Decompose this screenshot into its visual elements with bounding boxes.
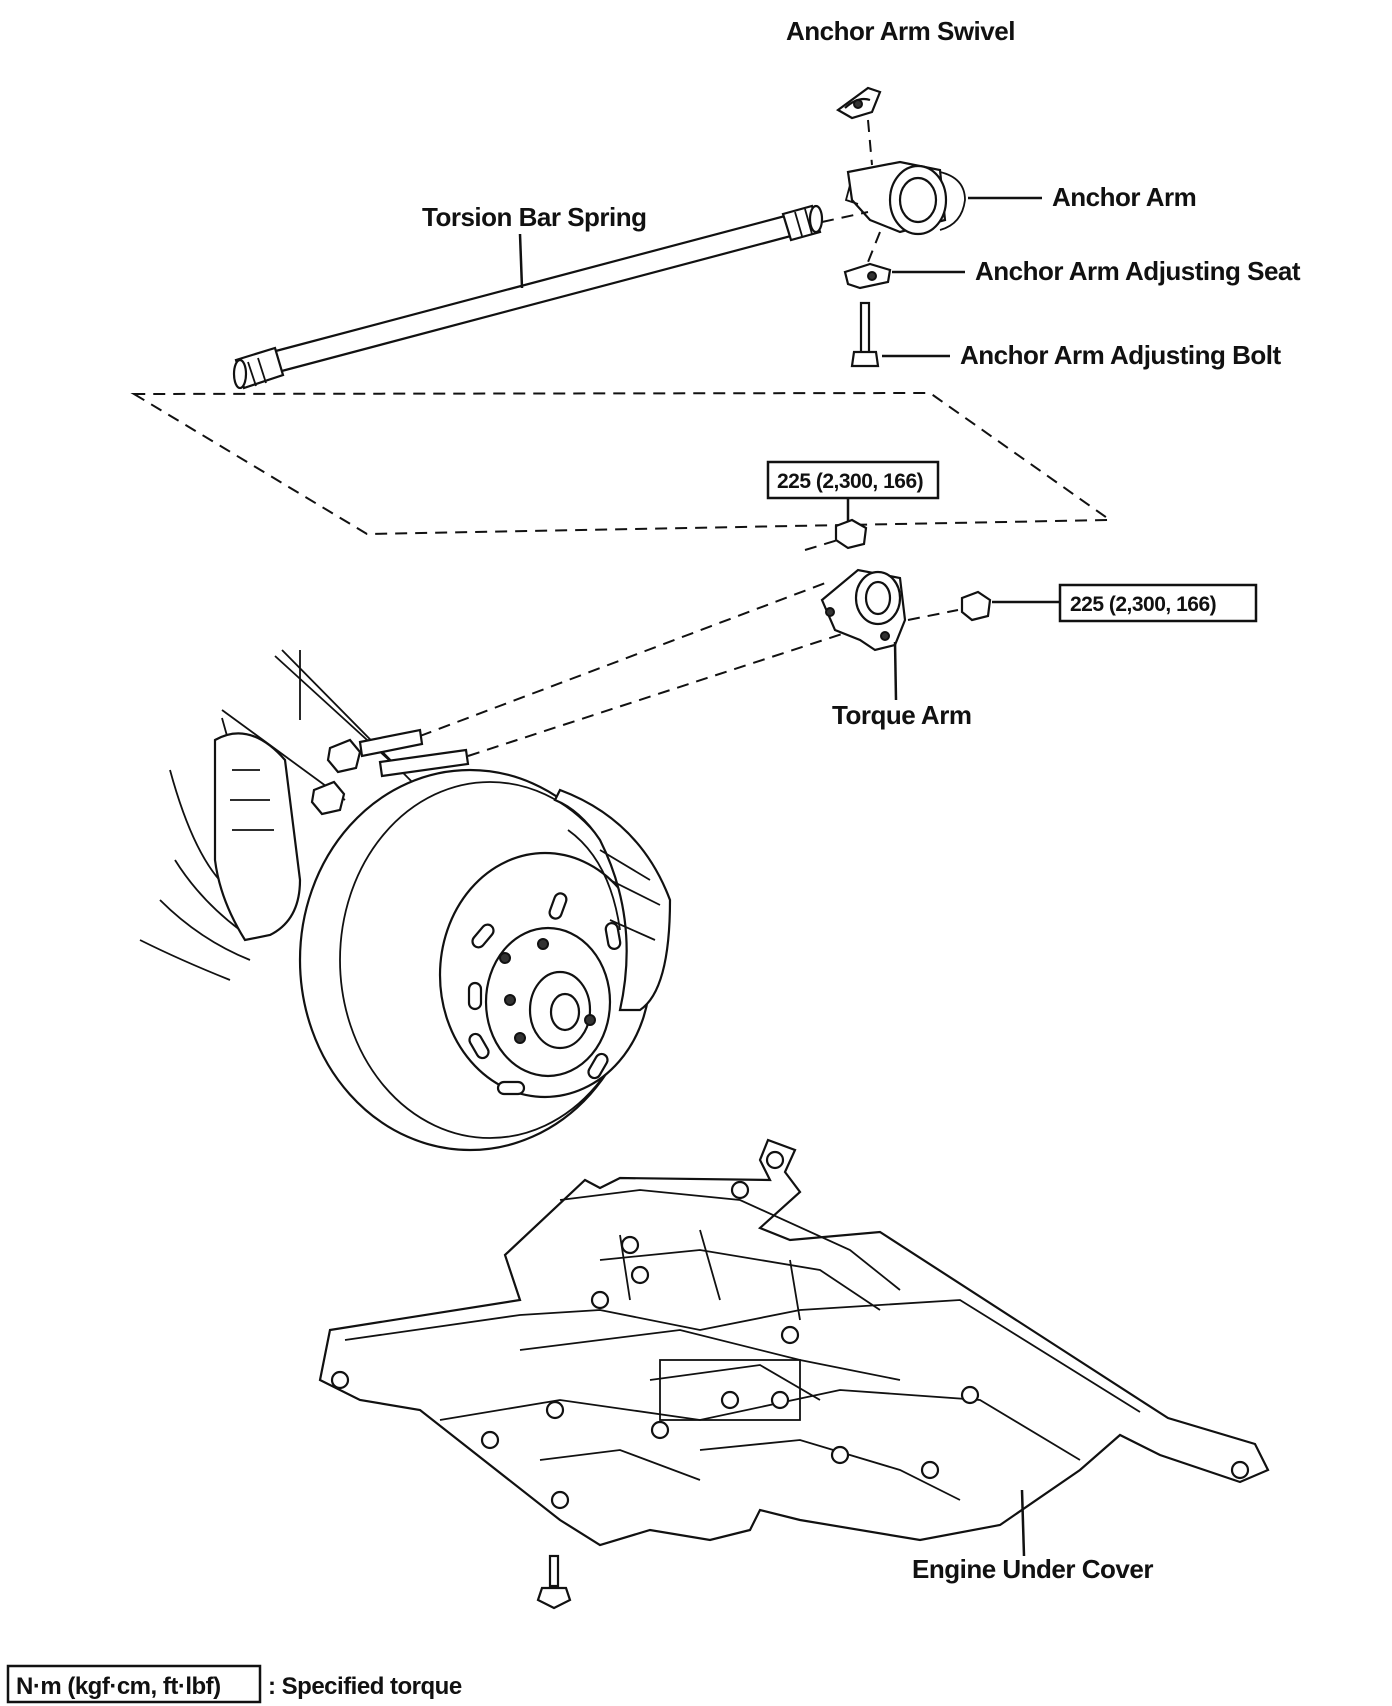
anchor-arm-part [844, 160, 966, 236]
anchor-arm-adjusting-bolt-part [850, 301, 880, 368]
legend-unit-box [6, 1664, 262, 1704]
label-torsion-bar-spring: Torsion Bar Spring [422, 202, 647, 232]
label-anchor-arm-adjusting-seat: Anchor Arm Adjusting Seat [975, 256, 1301, 286]
legend-unit-text: N·m (kgf·cm, ft·lbf) [16, 1673, 221, 1700]
torque-arm-part [820, 568, 907, 652]
torsion-bar-spring-part [232, 204, 824, 390]
legend-description: : Specified torque [268, 1673, 462, 1700]
side-nut-part [960, 590, 992, 622]
label-anchor-arm-swivel: Anchor Arm Swivel [786, 16, 1015, 46]
label-anchor-arm: Anchor Arm [1052, 182, 1196, 212]
torque-spec-box-side [1058, 583, 1258, 623]
torque-spec-upper: 225 (2,300, 166) [777, 470, 923, 493]
anchor-arm-adjusting-seat-part [843, 262, 892, 290]
upper-nut-part [834, 518, 868, 550]
under-cover-bolt-part [536, 1554, 572, 1610]
wheel-hub-assembly [139, 649, 672, 1152]
torque-spec-box-upper [766, 460, 940, 500]
torque-spec-side: 225 (2,300, 166) [1070, 593, 1216, 616]
anchor-arm-swivel-part [835, 86, 882, 120]
label-anchor-arm-adjusting-bolt: Anchor Arm Adjusting Bolt [960, 340, 1282, 370]
engine-under-cover-part [318, 1138, 1270, 1547]
label-engine-under-cover: Engine Under Cover [912, 1554, 1153, 1584]
label-torque-arm: Torque Arm [832, 700, 971, 730]
